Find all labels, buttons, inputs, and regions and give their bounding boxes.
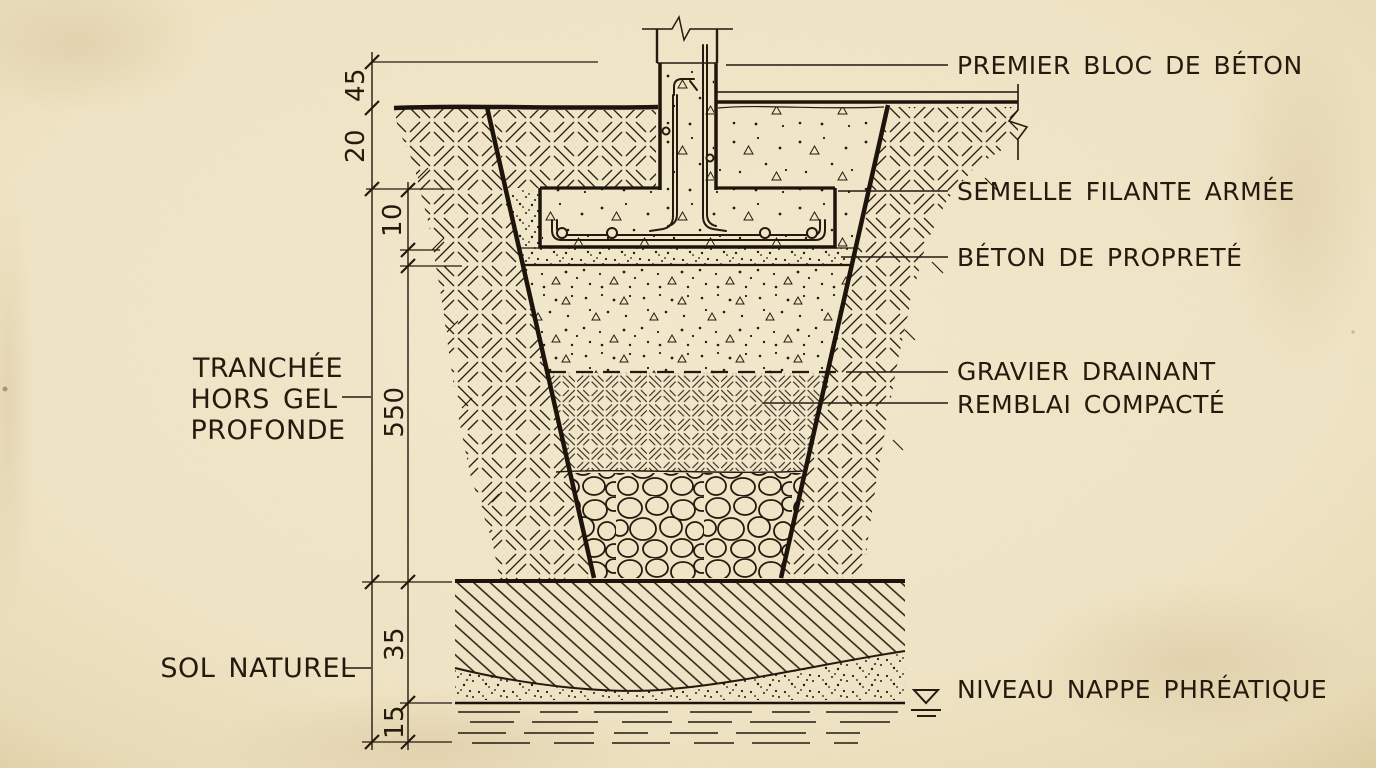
- label-beton-proprete: BÉTON DE PROPRETÉ: [957, 243, 1242, 272]
- rebar: [551, 44, 826, 241]
- dim-550: 550: [380, 386, 410, 437]
- dimension-values: 45 20 10 550 35 15: [341, 68, 410, 739]
- earth-hatch-left: [394, 109, 594, 580]
- trench-outline: [484, 104, 891, 579]
- natural-soil-layers: [454, 579, 906, 744]
- dim-15: 15: [380, 705, 410, 739]
- label-tranchee-line1: TRANCHÉE: [192, 352, 343, 384]
- water-lines: [458, 711, 898, 744]
- dim-35: 35: [380, 627, 410, 661]
- dim-45: 45: [341, 68, 371, 102]
- trench-backfill-left-of-stem: [492, 110, 656, 250]
- first-concrete-block: [642, 14, 733, 64]
- cobble-layer: [570, 473, 805, 578]
- footing-and-stem: [538, 63, 837, 249]
- label-premier-bloc: PREMIER BLOC DE BÉTON: [957, 51, 1303, 80]
- dim-10: 10: [378, 203, 408, 237]
- label-semelle-filante: SEMELLE FILANTE ARMÉE: [957, 177, 1295, 206]
- label-gravier-drainant: GRAVIER DRAINANT: [957, 357, 1216, 386]
- blinding-concrete-layer: [519, 247, 856, 267]
- leader-lines: [342, 64, 948, 669]
- label-tranchee-line3: PROFONDE: [190, 415, 345, 446]
- ground-surface: [393, 91, 1018, 111]
- draining-gravel-layer: [523, 265, 852, 373]
- label-tranchee-line2: HORS GEL: [190, 384, 337, 415]
- break-line-right: [1007, 84, 1029, 160]
- dim-ticks: [364, 54, 416, 750]
- dimension-lines: [362, 52, 598, 750]
- label-remblai-compacte: REMBLAI COMPACTÉ: [957, 390, 1225, 419]
- earth-hatch-right: [781, 107, 1018, 578]
- compacted-backfill-layer: [547, 373, 828, 473]
- fill-right-of-stem: [717, 105, 885, 248]
- label-nappe-phreatique: NIVEAU NAPPE PHRÉATIQUE: [957, 675, 1327, 704]
- water-table-icon: [911, 689, 941, 717]
- labels-right: PREMIER BLOC DE BÉTON SEMELLE FILANTE AR…: [957, 51, 1327, 704]
- label-sol-naturel: SOL NATUREL: [160, 653, 355, 684]
- dim-20: 20: [341, 129, 371, 163]
- labels-left: TRANCHÉE HORS GEL PROFONDE SOL NATUREL: [160, 352, 355, 684]
